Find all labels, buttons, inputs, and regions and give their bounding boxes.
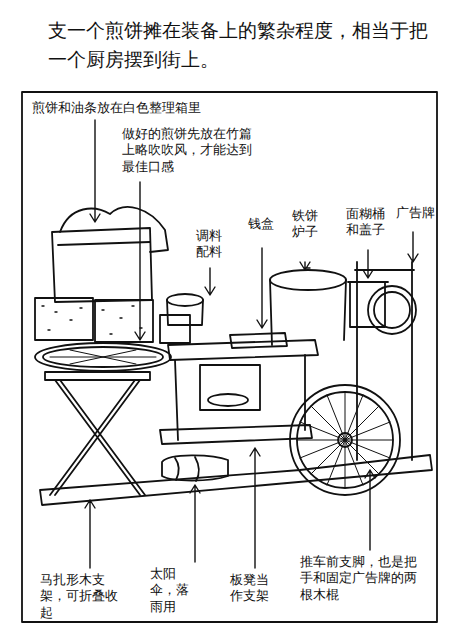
callout-label: 钱盒 <box>248 216 276 232</box>
leader-lines <box>85 120 418 568</box>
callout-label: 铁饼炉子 <box>292 208 320 241</box>
callout-label: 板凳当作支架 <box>230 572 274 605</box>
cart-table <box>160 340 318 444</box>
seasoning-bowls <box>160 294 203 343</box>
sponge-blocks <box>35 298 153 342</box>
callout-label: 广告牌 <box>396 205 438 221</box>
callout-label: 调料配料 <box>196 228 224 261</box>
poles-and-board <box>355 262 416 460</box>
frame <box>22 92 437 622</box>
callout-label: 面糊桶和盖子 <box>346 206 388 239</box>
bamboo-tray <box>35 343 171 371</box>
title: 支一个煎饼摊在装备上的繁杂程度，相当于把一个厨房摆到街上。 <box>48 16 438 73</box>
callout-label: 煎饼和油条放在白色整理箱里 <box>32 100 212 116</box>
storage-box <box>52 207 168 302</box>
callout-label: 做好的煎饼先放在竹篇上略吹吹风，才能达到最佳口感 <box>122 126 257 175</box>
griddle-stove <box>270 270 346 345</box>
folding-stand <box>45 372 150 495</box>
callout-label: 太阳伞，落雨用 <box>150 566 194 615</box>
callout-label: 推车前支脚，也是把手和固定广告牌的两根木棍 <box>300 554 428 603</box>
callout-label: 马扎形木支架，可折叠收起 <box>40 572 120 621</box>
base-board <box>40 455 432 505</box>
money-box <box>230 333 287 348</box>
